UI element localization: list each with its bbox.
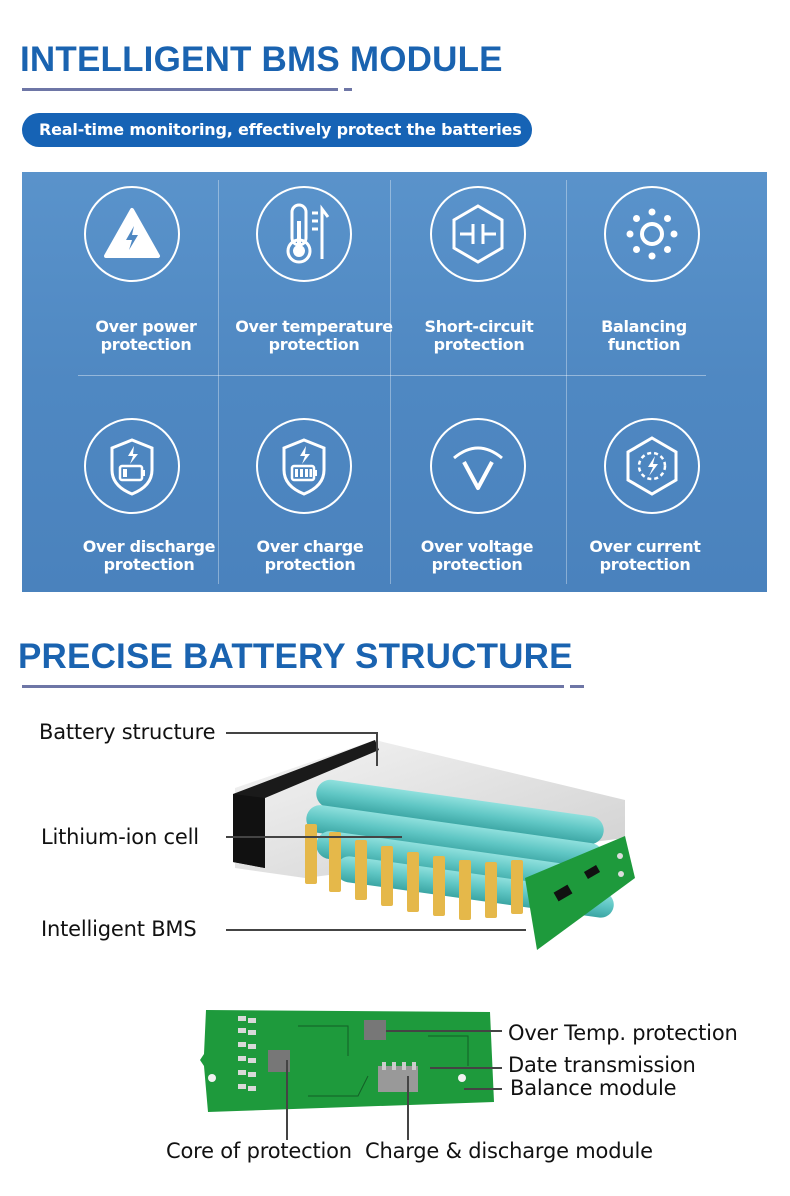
grid-divider-horizontal bbox=[78, 375, 706, 376]
balancing-icon bbox=[604, 186, 700, 282]
leader-line bbox=[464, 1088, 502, 1090]
label-over-temp-protection: Over Temp. protection bbox=[508, 1021, 738, 1045]
title-underline-dash bbox=[344, 88, 352, 91]
title-underline-dash bbox=[570, 685, 584, 688]
label-core-of-protection: Core of protection bbox=[166, 1139, 352, 1163]
bms-pcb-illustration bbox=[200, 1010, 494, 1112]
leader-line bbox=[376, 732, 378, 766]
title-underline bbox=[22, 685, 564, 688]
voltage-gauge-icon bbox=[430, 418, 526, 514]
leader-line bbox=[407, 1076, 409, 1140]
battery-low-icon bbox=[84, 418, 180, 514]
label-balance-module: Balance module bbox=[510, 1076, 677, 1100]
section-title-bms: INTELLIGENT BMS MODULE bbox=[20, 40, 503, 79]
current-hexagon-icon bbox=[604, 418, 700, 514]
leader-line bbox=[226, 929, 526, 931]
subtitle-banner: Real-time monitoring, effectively protec… bbox=[22, 113, 532, 147]
leader-line bbox=[226, 836, 402, 838]
leader-line bbox=[226, 732, 376, 734]
leader-line bbox=[430, 1067, 502, 1069]
section-title-structure: PRECISE BATTERY STRUCTURE bbox=[18, 637, 573, 676]
battery-full-icon bbox=[256, 418, 352, 514]
label-lithium-cell: Lithium-ion cell bbox=[41, 825, 199, 849]
title-underline bbox=[22, 88, 338, 91]
short-circuit-icon bbox=[430, 186, 526, 282]
label-charge-discharge-module: Charge & discharge module bbox=[365, 1139, 653, 1163]
grid-divider bbox=[218, 180, 219, 584]
thermometer-icon bbox=[256, 186, 352, 282]
grid-divider bbox=[390, 180, 391, 584]
leader-line bbox=[386, 1030, 502, 1032]
battery-pack-illustration bbox=[233, 740, 635, 950]
label-intelligent-bms: Intelligent BMS bbox=[41, 917, 197, 941]
label-date-transmission: Date transmission bbox=[508, 1053, 696, 1077]
lightning-triangle-icon bbox=[84, 186, 180, 282]
label-battery-structure: Battery structure bbox=[39, 720, 216, 744]
grid-divider bbox=[566, 180, 567, 584]
leader-line bbox=[286, 1060, 288, 1140]
